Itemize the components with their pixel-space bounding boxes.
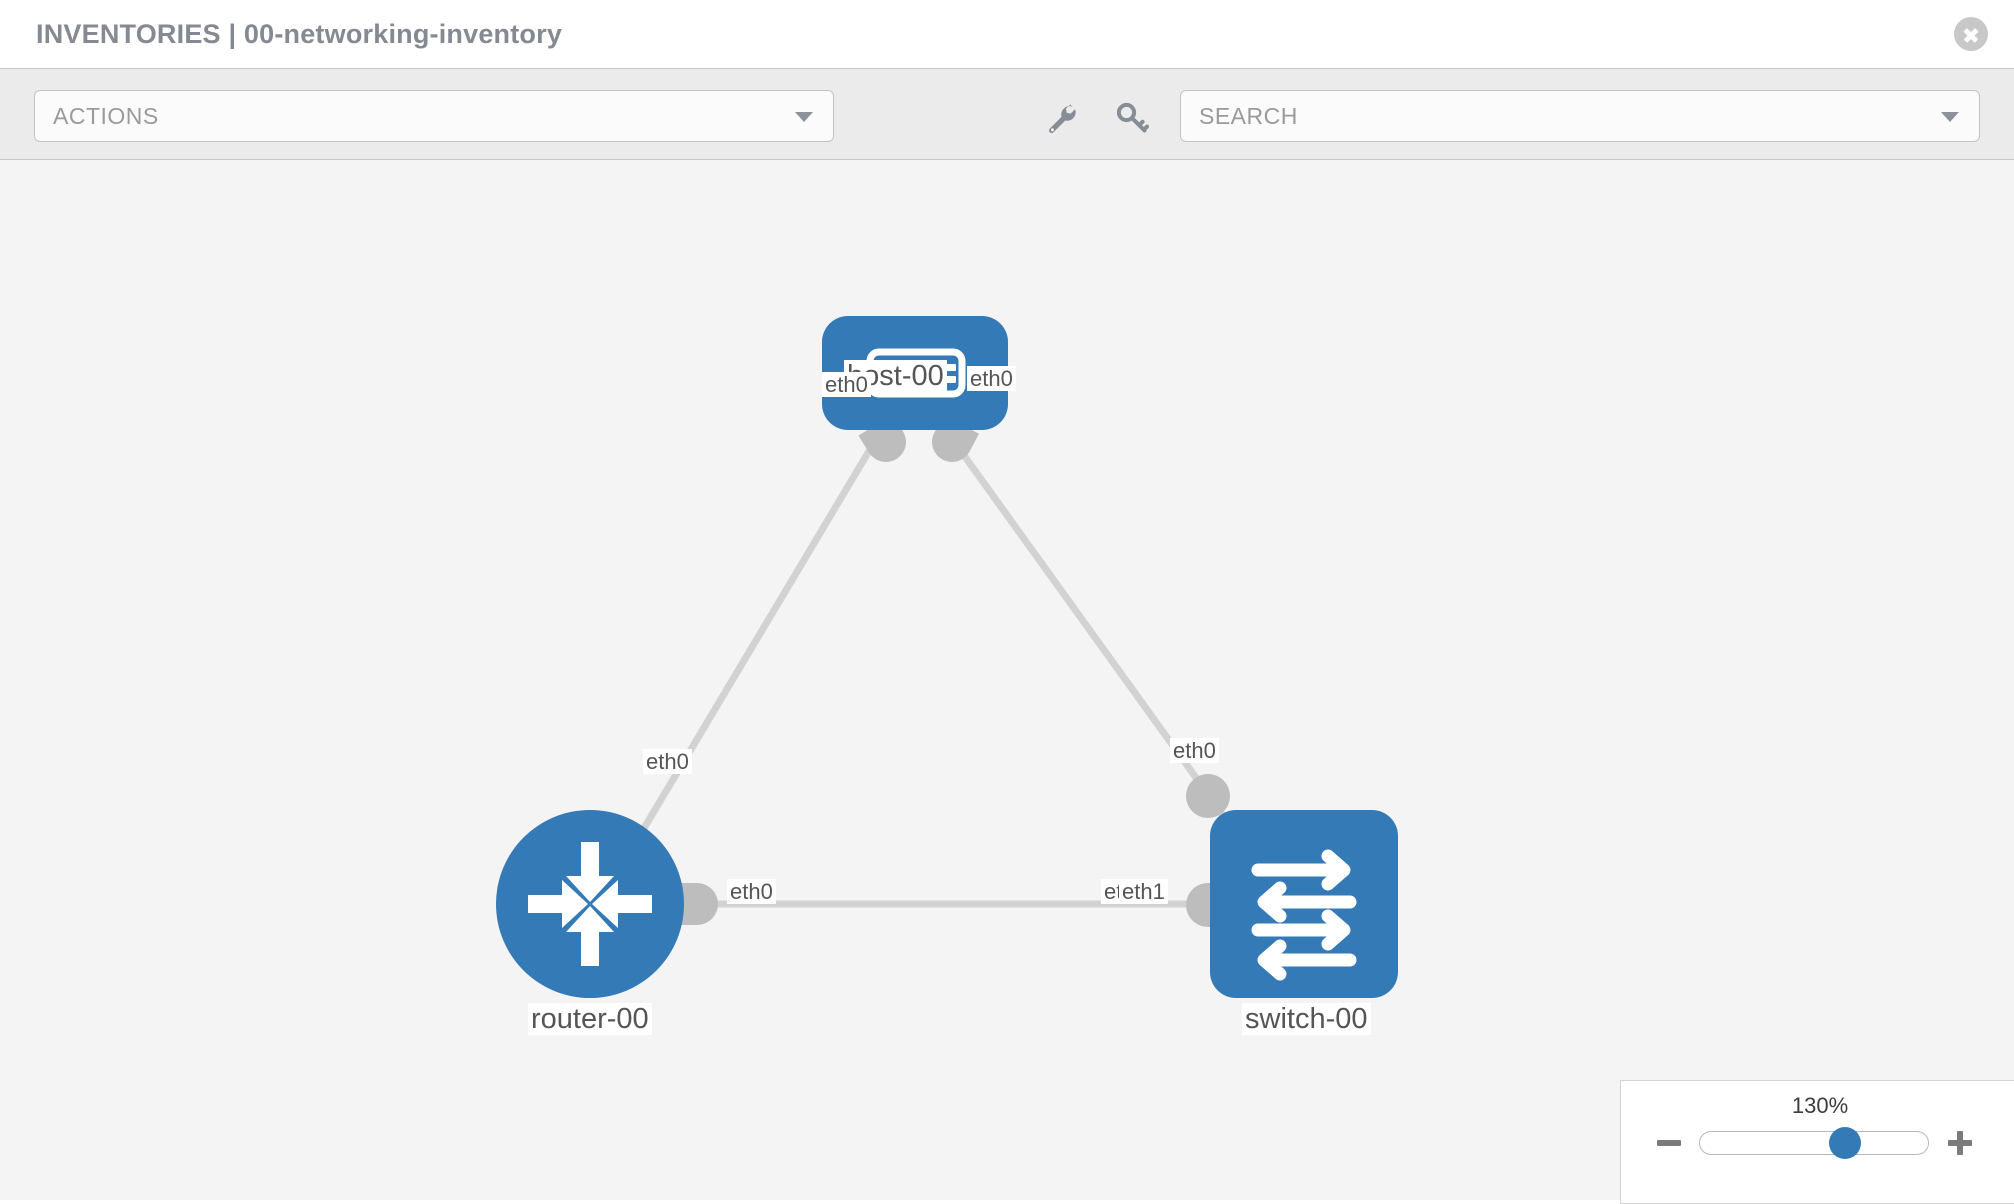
chevron-down-icon [795,112,813,122]
zoom-in-button[interactable] [1946,1129,1974,1157]
page-header: INVENTORIES | 00-networking-inventory [0,0,2014,68]
link-host-switch [946,432,1252,854]
edge-label-host-eth0-right: eth0 [967,366,1016,392]
zoom-slider-track[interactable] [1699,1131,1929,1155]
node-router-00[interactable] [496,810,684,998]
edge-label-switch-eth1: eth1 [1119,879,1168,905]
wrench-icon[interactable] [1044,101,1078,135]
zoom-slider-handle[interactable] [1829,1127,1861,1159]
edge-label-switch-eth0-up: eth0 [1170,738,1219,764]
page-title: INVENTORIES | 00-networking-inventory [36,18,563,49]
edge-label-host-eth0-left: eth0 [822,372,871,398]
search-placeholder: SEARCH [1199,102,1298,129]
zoom-out-button[interactable] [1655,1129,1683,1157]
chevron-down-icon [1941,112,1959,122]
toolbar: ACTIONS SEARCH [0,68,2014,160]
node-label-switch-00: switch-00 [1242,1003,1371,1036]
topology-canvas[interactable]: host-00 router-00 switch-00 eth0 eth0 et… [0,160,2014,1200]
zoom-level-value: 130% [1791,1093,1849,1118]
node-switch-00[interactable] [1210,810,1398,998]
edge-label-router-eth0-up: eth0 [643,749,692,775]
topology-graph: host-00 router-00 switch-00 eth0 eth0 et… [0,160,2014,1200]
link-host-router [621,432,882,864]
actions-dropdown[interactable]: ACTIONS [34,90,834,142]
key-icon[interactable] [1115,101,1149,135]
search-input[interactable]: SEARCH [1180,90,1980,142]
close-icon[interactable] [1954,17,1988,51]
zoom-control-panel: 130% [1620,1080,2014,1204]
edge-label-router-eth0-right: eth0 [727,879,776,905]
actions-dropdown-label: ACTIONS [53,102,159,129]
node-label-router-00: router-00 [528,1003,652,1036]
